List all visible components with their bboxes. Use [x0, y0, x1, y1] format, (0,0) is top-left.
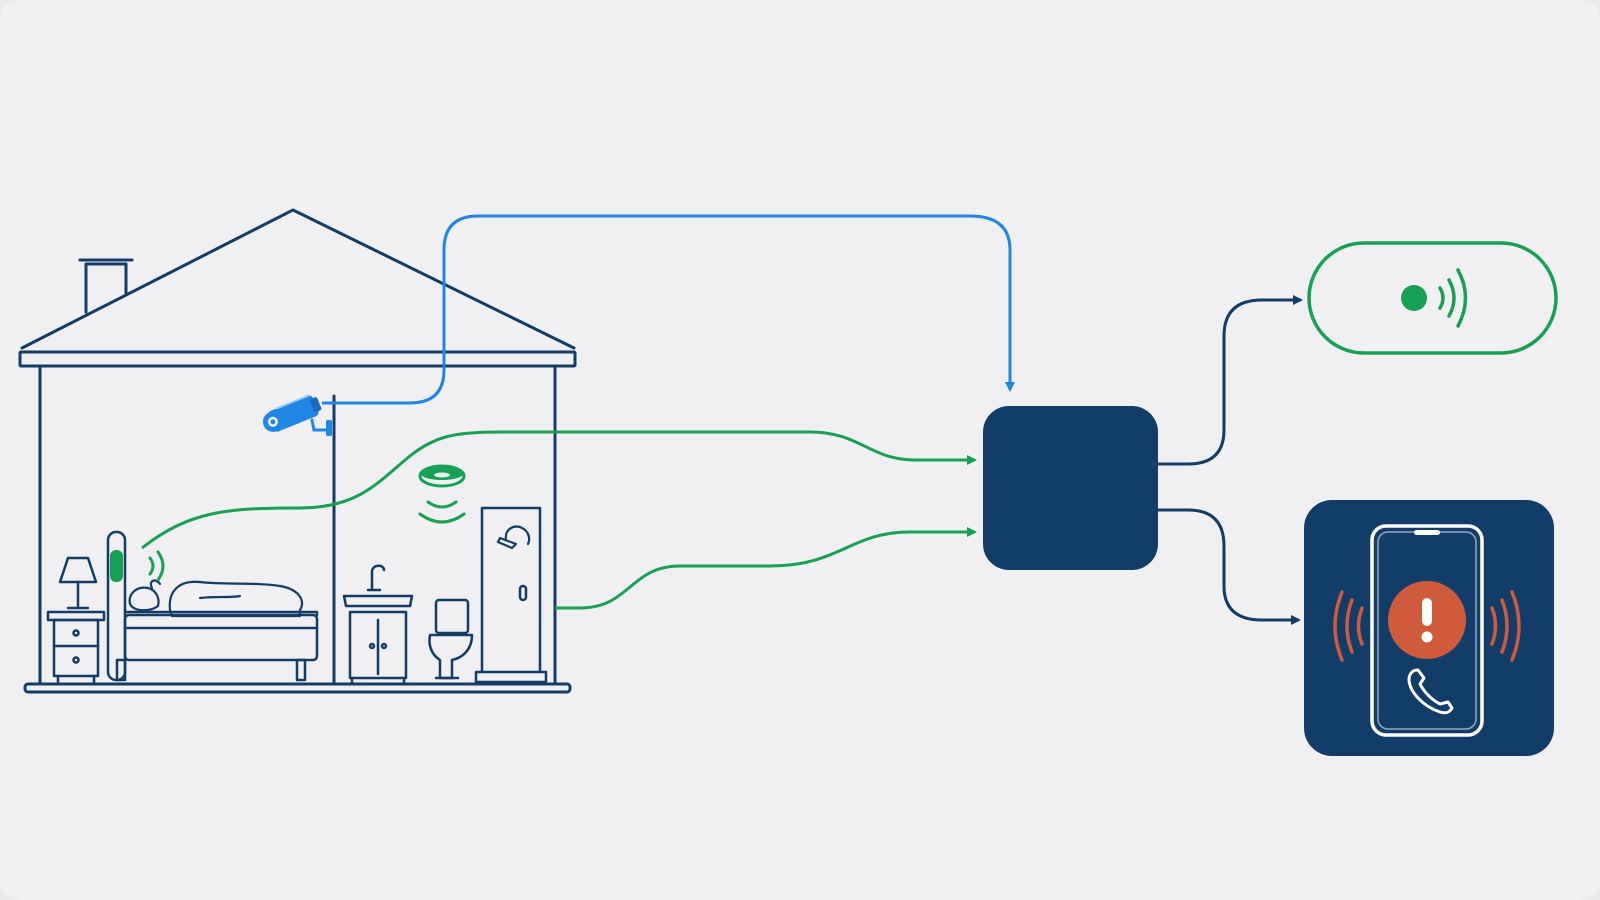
lamp-shade-icon	[58, 556, 98, 584]
eave	[18, 350, 577, 368]
motion-wave-outer	[418, 512, 466, 524]
roof	[20, 208, 576, 350]
status-ok-pill-icon	[1307, 241, 1558, 355]
motion-wave-inner	[426, 500, 458, 509]
sink-vanity-icon	[342, 564, 414, 686]
shower-head-icon	[496, 525, 531, 550]
faucet-icon	[366, 564, 386, 592]
chimney	[78, 258, 134, 314]
edge-hub-to-status	[1158, 295, 1303, 466]
bed-presence-sensor-icon	[110, 550, 165, 582]
toilet-icon	[428, 598, 474, 680]
vibration-waves-right	[1490, 590, 1521, 662]
vibration-waves-left	[1333, 590, 1364, 662]
phone-alert-icon	[1304, 500, 1554, 756]
edge-camera-to-hub	[322, 214, 1015, 405]
phone-handset-icon	[1407, 668, 1454, 715]
edge-door-sensor-to-hub	[555, 527, 977, 610]
exclamation-alert-icon	[1388, 581, 1466, 659]
nightstand-with-lamp	[46, 556, 106, 685]
edge-hub-to-phone	[1158, 508, 1301, 625]
ceiling-motion-sensor-icon	[418, 464, 466, 524]
smartphone-icon	[1370, 524, 1484, 737]
house-cutaway-icon	[18, 208, 577, 694]
edge-bed-sensor-to-hub	[141, 430, 977, 550]
sleeping-person-icon	[128, 579, 304, 618]
security-camera-icon	[262, 394, 332, 436]
status-dot	[1401, 285, 1427, 311]
bathroom-door-icon	[474, 506, 548, 684]
hub-box-icon	[983, 406, 1158, 570]
floor	[23, 682, 572, 694]
bed-icon	[106, 530, 319, 682]
